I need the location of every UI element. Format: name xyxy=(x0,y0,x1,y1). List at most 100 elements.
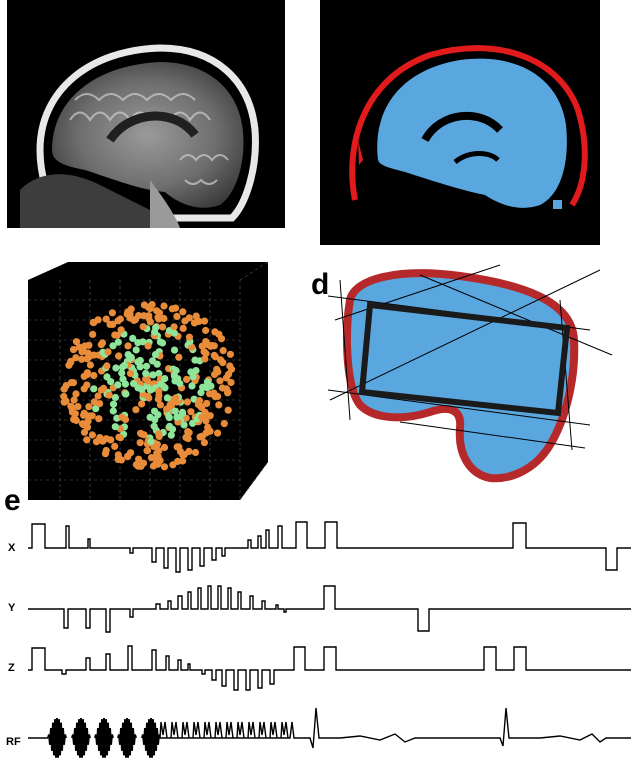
point xyxy=(198,404,206,412)
point xyxy=(179,308,187,316)
point xyxy=(166,422,174,430)
point xyxy=(135,455,143,463)
panel-b-scalp xyxy=(349,45,588,207)
point xyxy=(102,435,110,443)
rf-small-pulses xyxy=(159,721,289,739)
point xyxy=(200,439,208,447)
point xyxy=(137,430,146,438)
point xyxy=(124,308,132,316)
point xyxy=(109,400,118,408)
point xyxy=(202,326,210,335)
point xyxy=(184,435,192,443)
point xyxy=(136,363,144,371)
point xyxy=(224,388,232,396)
point xyxy=(134,462,142,470)
rf-small-pulse xyxy=(214,721,223,739)
point xyxy=(140,301,148,309)
point xyxy=(66,359,75,367)
rf-small-pulse xyxy=(170,721,179,739)
point xyxy=(86,361,94,369)
point xyxy=(210,342,218,350)
point xyxy=(201,355,209,363)
rf-small-pulse xyxy=(280,721,289,739)
point xyxy=(197,389,205,397)
point xyxy=(127,449,135,457)
point xyxy=(196,433,204,441)
panel-c-points xyxy=(60,301,236,471)
point xyxy=(142,362,151,370)
point xyxy=(102,446,110,455)
point xyxy=(103,362,111,370)
point xyxy=(200,348,208,356)
panel-c-pointcloud xyxy=(28,261,269,501)
point xyxy=(202,417,210,425)
point xyxy=(170,346,179,354)
point xyxy=(129,334,137,342)
point xyxy=(227,365,236,373)
rf-small-pulse xyxy=(192,721,201,739)
rf-burst xyxy=(47,717,67,758)
point xyxy=(174,457,182,465)
point xyxy=(84,349,92,357)
rf-burst xyxy=(117,717,137,758)
panel-d-bounding-box xyxy=(358,301,571,417)
rf-bursts xyxy=(47,717,161,758)
point xyxy=(90,351,98,359)
point xyxy=(92,405,100,413)
point xyxy=(120,361,128,369)
point xyxy=(218,384,226,392)
point xyxy=(173,443,181,451)
point xyxy=(155,369,163,378)
point xyxy=(115,352,123,360)
point xyxy=(92,438,101,446)
point xyxy=(74,403,82,411)
point xyxy=(96,400,104,408)
point xyxy=(183,398,191,406)
point xyxy=(83,369,91,377)
point xyxy=(206,412,214,420)
point xyxy=(159,323,167,331)
point xyxy=(163,394,171,402)
panel-e-sequence xyxy=(28,521,631,758)
point xyxy=(144,392,152,401)
point xyxy=(207,382,215,390)
point xyxy=(106,320,114,328)
point xyxy=(85,412,93,420)
point xyxy=(203,399,211,408)
point xyxy=(149,371,157,379)
rf-small-pulse xyxy=(225,721,234,739)
point xyxy=(118,413,126,421)
point xyxy=(172,394,180,402)
point xyxy=(192,312,200,320)
point xyxy=(188,382,196,390)
point xyxy=(189,373,197,381)
point xyxy=(179,324,187,332)
point xyxy=(160,443,169,452)
point xyxy=(206,390,214,398)
point xyxy=(135,312,143,320)
point xyxy=(202,338,210,346)
panel-b-segmentation xyxy=(320,0,600,245)
point xyxy=(114,317,122,325)
point xyxy=(153,360,161,368)
point xyxy=(224,406,232,414)
point xyxy=(79,421,87,429)
point xyxy=(146,413,154,421)
panel-b-ventricle xyxy=(421,111,503,143)
point xyxy=(161,375,169,383)
point xyxy=(140,312,148,320)
point xyxy=(114,451,122,459)
point xyxy=(126,369,135,377)
point xyxy=(124,351,132,359)
point xyxy=(206,427,214,435)
point xyxy=(174,375,182,383)
point xyxy=(185,333,193,341)
point xyxy=(219,359,227,367)
panel-a-gyri xyxy=(69,93,229,185)
point xyxy=(81,342,89,350)
point xyxy=(124,342,132,350)
point xyxy=(118,369,126,377)
point xyxy=(83,436,91,444)
point xyxy=(188,343,196,351)
point xyxy=(109,407,117,415)
